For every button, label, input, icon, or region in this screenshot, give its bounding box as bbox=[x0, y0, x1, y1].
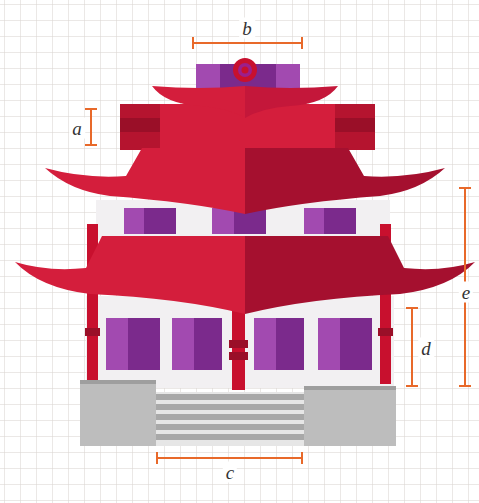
top-roof bbox=[152, 86, 338, 118]
lower-roof bbox=[15, 236, 475, 314]
dimension-label: d bbox=[418, 338, 434, 359]
dimension-label: e bbox=[459, 282, 473, 303]
middle-roof bbox=[45, 148, 445, 214]
base-steps bbox=[80, 380, 396, 446]
dimension-label: b bbox=[239, 18, 255, 39]
dimension-label: c bbox=[223, 462, 237, 483]
dimension-label: a bbox=[69, 118, 85, 139]
dimension-lines bbox=[85, 37, 471, 464]
